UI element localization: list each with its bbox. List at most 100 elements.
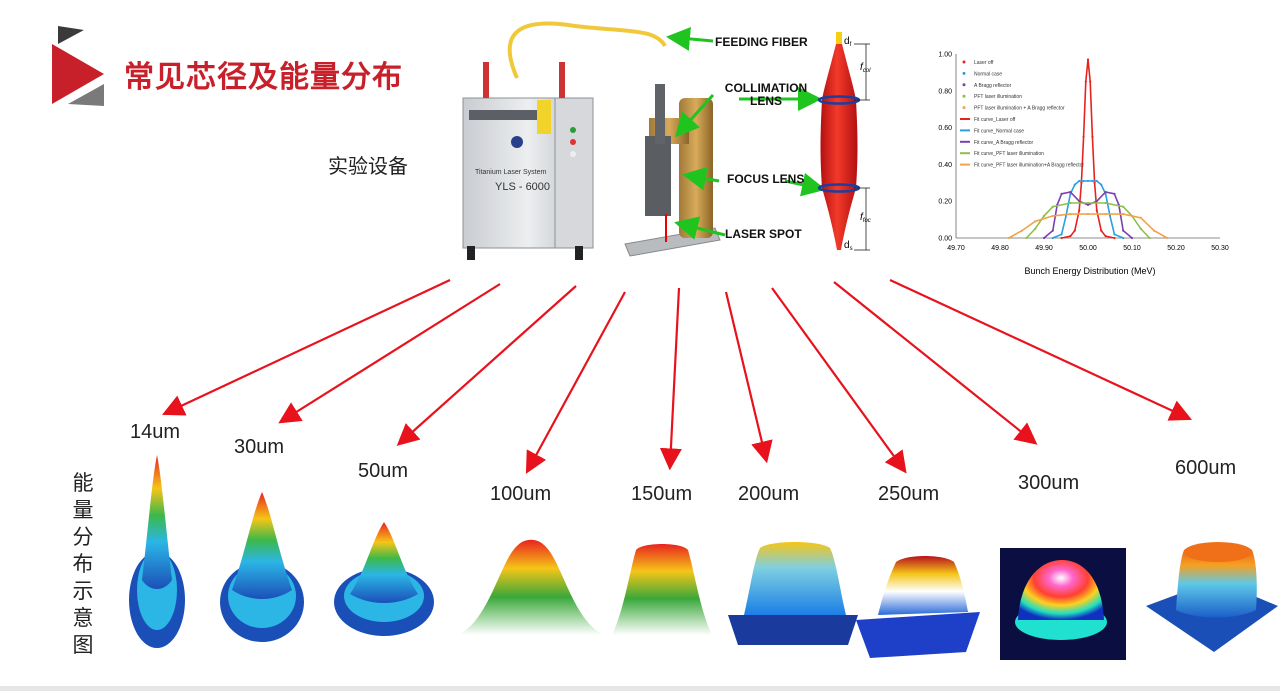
chart-point: [1093, 181, 1096, 184]
chart-point: [1042, 214, 1046, 218]
chart-legend-entry: PFT laser illumination + A Bragg reflect…: [974, 106, 1065, 112]
chart-point: [1113, 236, 1116, 240]
chart-point: [1073, 183, 1076, 186]
chart-x-tick: 50.20: [1167, 245, 1185, 252]
chart-legend-entry: PFT laser illumination: [974, 94, 1022, 100]
chart-legend-entry: Fit curve_Laser off: [974, 117, 1016, 123]
profile-30um: [220, 492, 304, 642]
chart-x-tick: 50.30: [1211, 245, 1229, 252]
chart-legend-marker: [962, 83, 966, 87]
chart-legend-entry: Fit curve_PFT laser illumination: [974, 151, 1044, 157]
chart-point: [1086, 212, 1090, 216]
profile-14um: [129, 455, 185, 648]
chart-point: [1060, 236, 1063, 240]
chart-point: [1042, 236, 1046, 240]
bottom-bar: [0, 686, 1280, 691]
chart-legend-entry: Fit curve_A Bragg reflector: [974, 140, 1034, 146]
fan-arrow: [162, 279, 451, 416]
chart-point: [1122, 205, 1125, 208]
core-label-600um: 600um: [1175, 457, 1237, 479]
core-label-300um: 300um: [1018, 472, 1080, 494]
chart-point: [1104, 235, 1107, 238]
chart-point: [1084, 80, 1087, 83]
optics-pointers: [666, 26, 825, 240]
core-label-14um: 14um: [130, 421, 181, 443]
profile-100um: [458, 539, 604, 635]
energy-profiles: [129, 455, 1278, 660]
symbol-ffoc: ffoc: [860, 212, 871, 224]
chart-point: [1078, 200, 1081, 203]
chart-point: [1073, 229, 1076, 232]
core-label-100um: 100um: [490, 483, 552, 505]
core-label-250um: 250um: [878, 483, 940, 505]
front-panel-text: Titanium Laser System: [475, 169, 546, 176]
laser-machine-illustration: Titanium Laser System YLS - 6000: [462, 21, 721, 260]
chart-legend-marker: [962, 71, 966, 75]
profile-150um: [612, 544, 712, 635]
chart-point: [1122, 212, 1125, 216]
chart-point: [1091, 135, 1094, 138]
chart-point: [1139, 227, 1142, 230]
fan-arrow: [724, 291, 773, 464]
chart-legend-marker: [962, 60, 966, 64]
label-collimation-lens: COLLIMATION LENS: [724, 81, 808, 108]
chart-point: [1007, 236, 1010, 240]
label-focus-lens: FOCUS LENS: [727, 172, 805, 186]
chart-x-tick: 49.90: [1035, 245, 1053, 252]
chart-point: [1152, 229, 1156, 232]
chart-point: [1086, 179, 1090, 183]
chart-point: [1080, 181, 1083, 184]
chart-legend-entry: Normal case: [974, 71, 1002, 77]
vertical-label-char: 分: [72, 525, 94, 549]
core-label-150um: 150um: [631, 483, 693, 505]
vertical-label-char: 示: [72, 579, 94, 603]
vertical-label-char: 图: [72, 633, 94, 657]
chart-point: [1089, 80, 1092, 83]
chart-point: [1139, 216, 1142, 219]
fan-arrow: [889, 279, 1192, 421]
chart-point: [1082, 179, 1085, 183]
chart-legend-marker: [962, 106, 966, 110]
logo-icon: [52, 26, 104, 106]
chart-y-tick: 0.80: [938, 88, 952, 95]
chart-y-tick: 1.00: [938, 52, 952, 59]
chart-x-tick: 50.10: [1123, 245, 1141, 252]
label-laser-spot: LASER SPOT: [725, 227, 802, 241]
symbol-df: df: [844, 36, 852, 48]
core-label-50um: 50um: [358, 460, 409, 482]
symbol-ds: ds: [844, 240, 853, 252]
chart-x-tick: 49.80: [991, 245, 1009, 252]
core-label-30um: 30um: [234, 436, 285, 458]
chart-y-tick: 0.00: [938, 236, 952, 243]
chart-point: [1104, 201, 1107, 205]
chart-legend-entry: Fit curve_Normal case: [974, 128, 1024, 134]
profile-200um: [728, 542, 858, 645]
chart-point: [1104, 212, 1107, 216]
symbol-fcol: fcol: [860, 62, 871, 74]
chart-legend-marker: [962, 94, 966, 98]
fan-arrow: [525, 291, 626, 474]
chart-point: [1069, 190, 1072, 194]
chart-point: [1113, 233, 1116, 236]
chart-point: [1078, 179, 1081, 183]
chart-point: [1122, 236, 1125, 240]
chart-point: [1148, 236, 1151, 240]
profile-300um: [1000, 548, 1126, 660]
chart-point: [1130, 236, 1134, 240]
chart-point: [1095, 200, 1098, 203]
chart-point: [1078, 209, 1081, 212]
chart-point: [1166, 236, 1169, 240]
chart-point: [1034, 227, 1037, 230]
chart-point: [1086, 203, 1090, 206]
chart-y-tick: 0.20: [938, 199, 952, 206]
chart-point: [1060, 192, 1063, 195]
chart-y-tick: 0.60: [938, 125, 952, 132]
fan-arrow: [833, 281, 1038, 445]
chart-point: [1113, 192, 1116, 195]
vertical-label-char: 能: [72, 471, 94, 495]
chart-legend-entry: A Bragg reflector: [974, 83, 1012, 89]
chart-point: [1086, 201, 1090, 205]
beam-diagram: df fcol ffoc ds: [817, 32, 871, 252]
chart-point: [1025, 236, 1028, 240]
